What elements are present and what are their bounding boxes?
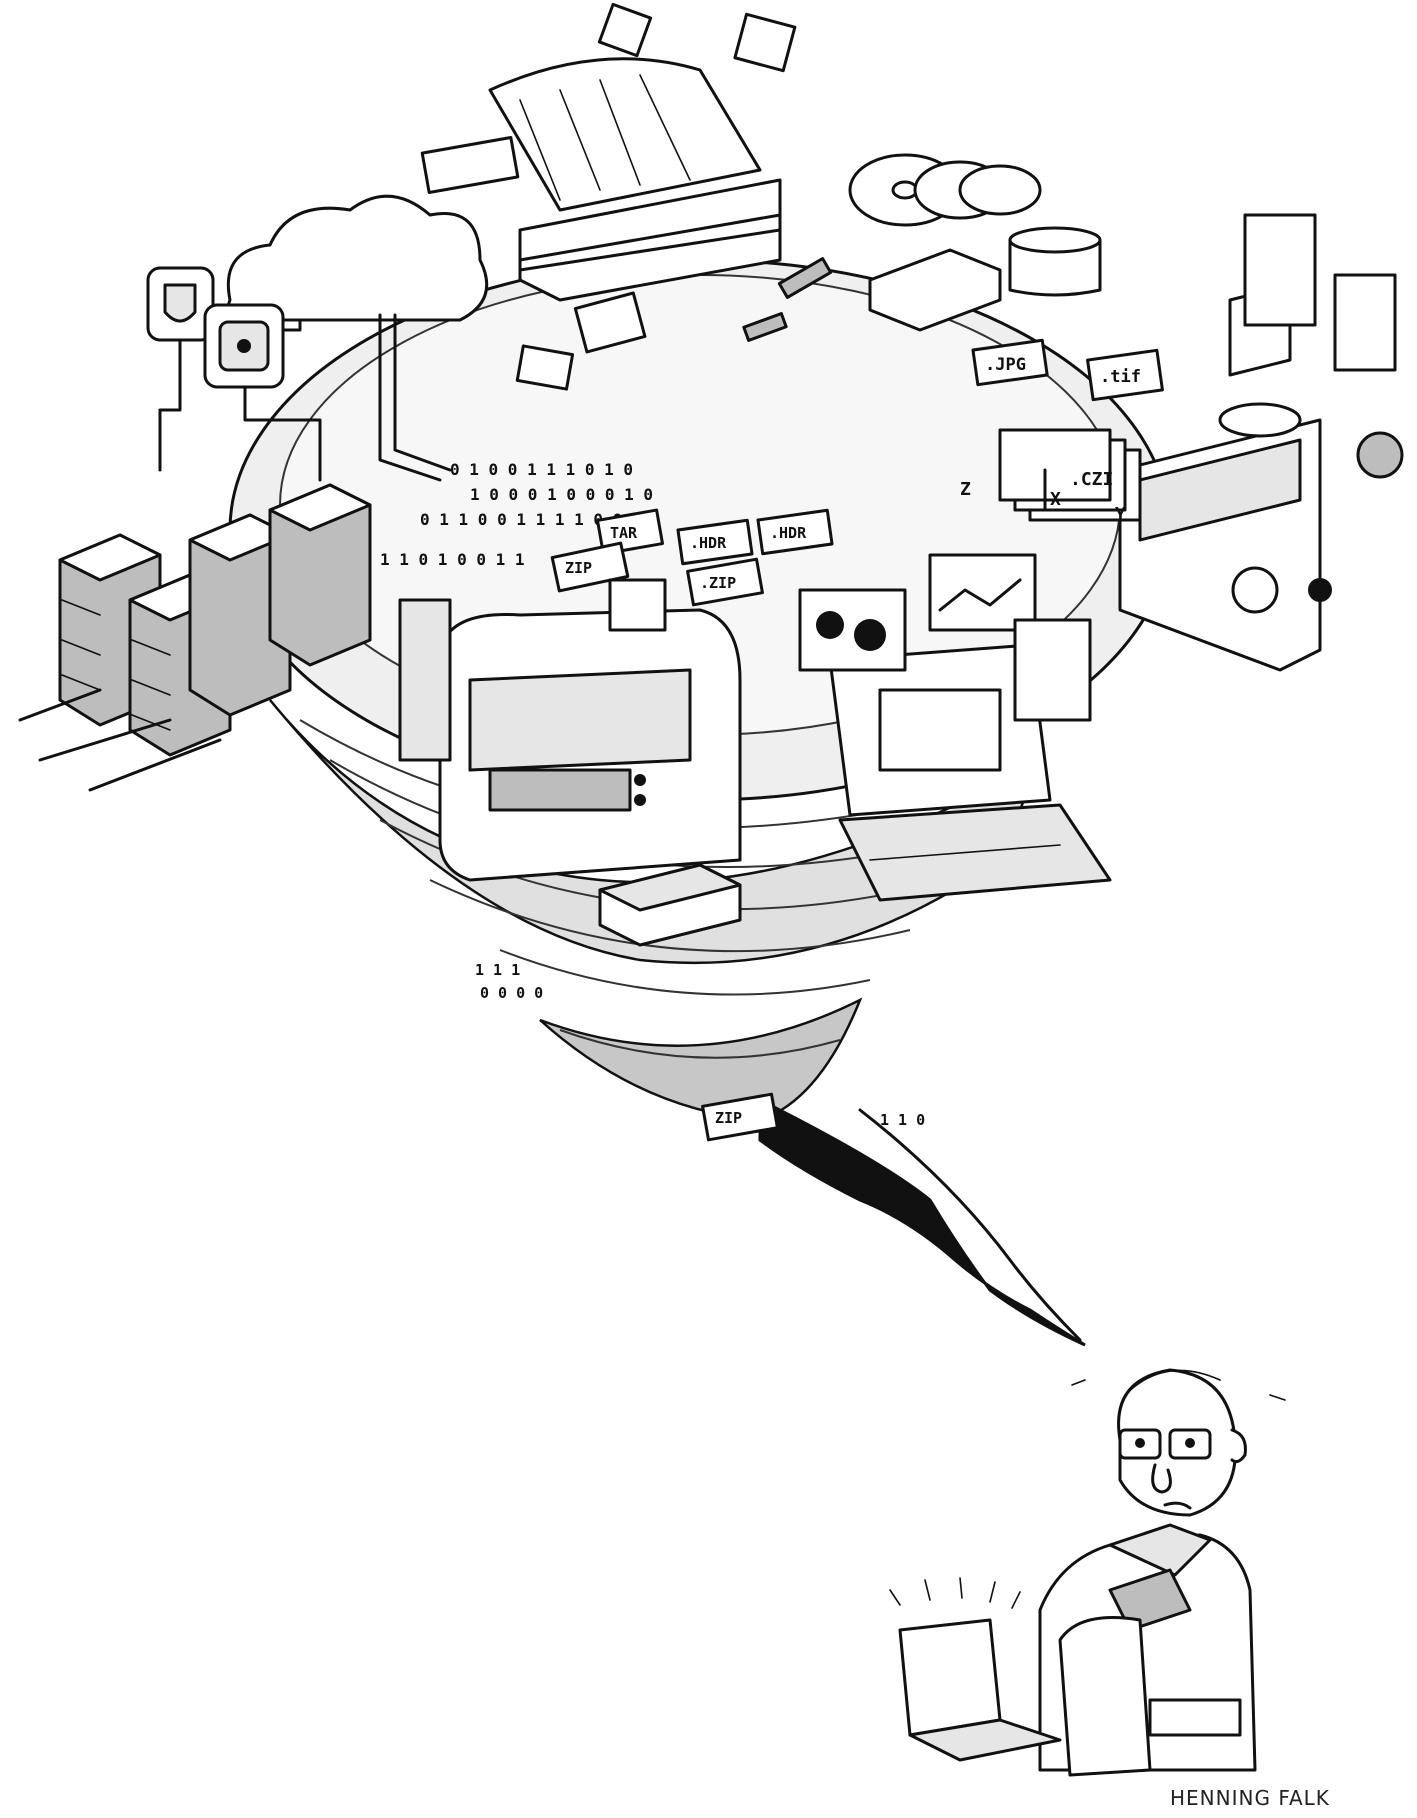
binary-trail: 1 1 1 0 0 0 0 1 1 0 [475,961,925,1129]
binary-trail-line: 1 1 1 [475,961,520,979]
file-tags: .JPG .tif TAR ZIP .HDR .HDR .ZIP ZIP [550,338,1164,1142]
binary-line: 0 1 1 0 0 1 1 1 1 0 0 0 [420,510,642,529]
server-rack-group [18,483,372,792]
axis-x-label: X [1050,489,1061,510]
axis-y-label: Y [1115,504,1126,525]
file-tag-zip2: .ZIP [700,574,736,592]
cloud-icon [226,194,489,482]
binary-line: 1 0 0 0 1 0 0 0 1 0 [470,485,653,504]
binary-line: 0 1 0 0 1 1 1 0 1 0 [450,460,633,479]
server-rack-icon [188,513,292,717]
microscope-eyepiece-icon [1058,1568,1242,1777]
image-panel-icon [798,553,1092,722]
usb-stick-icon [742,257,833,342]
file-tag-zip3: ZIP [715,1109,742,1127]
file-tag-tif: .tif [1100,367,1141,387]
laptop-icon [828,643,1112,902]
binary-stream: 0 1 0 0 1 1 1 0 1 0 1 0 0 0 1 0 0 0 1 0 … [380,460,653,569]
file-tag-jpg: .JPG [985,355,1026,375]
scientist-head [1117,1368,1247,1517]
binary-trail-line: 0 0 0 0 [480,984,543,1002]
binary-trail-line: 1 1 0 [880,1111,925,1129]
plate-reader-icon [398,578,742,882]
file-tag-czi: .CZI [1070,469,1113,490]
artist-signature: HENNING FALK [1170,1786,1330,1810]
image-stack-icon: X Y Z .CZI [960,428,1142,525]
shield-icon [146,266,215,342]
scientist-laptop-icon [889,1577,1062,1762]
binary-line: 1 1 0 1 0 0 1 1 [380,550,525,569]
tornado-tail [758,1097,1086,1347]
lock-icon [203,303,285,389]
file-tag-hdr2: .HDR [770,524,807,542]
network-wire [158,338,182,472]
server-rack-icon [268,483,372,667]
axis-z-label: Z [960,479,971,500]
network-wire [243,385,322,482]
microscope-icon [1118,283,1404,672]
file-tag-zip: ZIP [565,559,592,577]
cd-stack-icon [848,153,1042,227]
hard-drive-icon [868,226,1102,332]
file-tag-tar: TAR [610,524,638,542]
books-stack-icon [488,57,782,302]
flying-papers [420,2,797,391]
well-plate-icon [598,863,742,947]
file-tag-hdr: .HDR [690,534,727,552]
document-icon [1243,213,1397,372]
